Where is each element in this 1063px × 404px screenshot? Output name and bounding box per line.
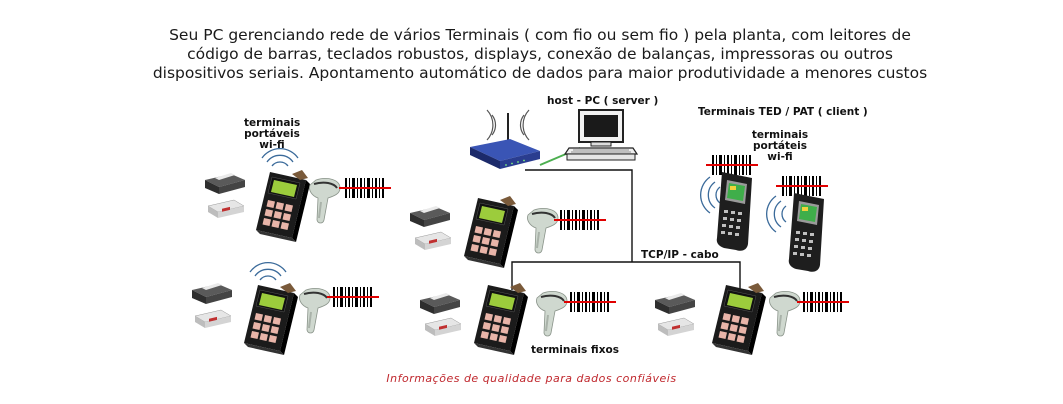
scale-icon — [207, 199, 245, 219]
wifi-signal-icon — [765, 195, 787, 233]
wifi-signal-icon — [699, 176, 721, 214]
wifi-router-icon — [470, 109, 540, 169]
barcode-icon — [775, 175, 829, 197]
barcode-icon — [338, 177, 392, 199]
keypad-terminal-icon — [243, 282, 299, 356]
intro-line-3: dispositivos seriais. Apontamento automá… — [152, 64, 928, 82]
printer-icon — [420, 293, 460, 314]
intro-line-2: código de barras, teclados robustos, dis… — [187, 45, 893, 63]
portable-right-label: terminais portáteis wi-fi — [751, 129, 809, 163]
barcode-scanner-icon — [298, 287, 331, 334]
printer-icon — [192, 283, 232, 304]
scale-icon — [414, 231, 452, 251]
keypad-terminal-icon — [463, 195, 519, 269]
intro-line-1: Seu PC gerenciando rede de vários Termin… — [169, 26, 911, 44]
barcode-scanner-icon — [308, 177, 341, 224]
barcode-scanner-icon — [526, 207, 559, 254]
handheld-terminal-icon — [716, 172, 752, 251]
intro-text: Seu PC gerenciando rede de vários Termin… — [60, 26, 1020, 83]
workstation-portable-1 — [205, 147, 392, 243]
tcpip-label: TCP/IP - cabo — [641, 249, 719, 261]
scale-icon — [194, 309, 232, 329]
barcode-icon — [553, 209, 607, 231]
barcode-icon — [326, 286, 380, 308]
barcode-icon — [796, 291, 850, 313]
barcode-scanner-icon — [768, 290, 801, 337]
printer-icon — [655, 293, 695, 314]
wifi-signal-icon — [261, 147, 299, 167]
printer-icon — [205, 173, 245, 194]
printer-icon — [410, 206, 450, 227]
host-label: host - PC ( server ) — [547, 95, 659, 107]
wifi-signal-icon — [249, 261, 287, 281]
ted-pat-label: Terminais TED / PAT ( client ) — [698, 106, 868, 118]
fixed-terminals-label: terminais fixos — [531, 344, 619, 356]
keypad-terminal-icon — [711, 282, 767, 356]
footer-tagline: Informações de qualidade para dados conf… — [386, 372, 677, 385]
barcode-scanner-icon — [535, 290, 568, 337]
scale-icon — [657, 317, 695, 337]
barcode-icon — [563, 291, 617, 313]
computer-icon — [563, 109, 639, 161]
scale-icon — [424, 317, 462, 337]
keypad-terminal-icon — [255, 169, 311, 243]
workstation-portable-2 — [192, 261, 380, 356]
keypad-terminal-icon — [473, 282, 529, 356]
handheld-terminal-icon — [788, 193, 824, 272]
workstation-fixed-1 — [410, 195, 607, 269]
portable-left-label: terminais portáveis wi-fi — [244, 117, 301, 151]
handheld-group — [699, 154, 829, 272]
workstation-fixed-3 — [655, 282, 850, 356]
